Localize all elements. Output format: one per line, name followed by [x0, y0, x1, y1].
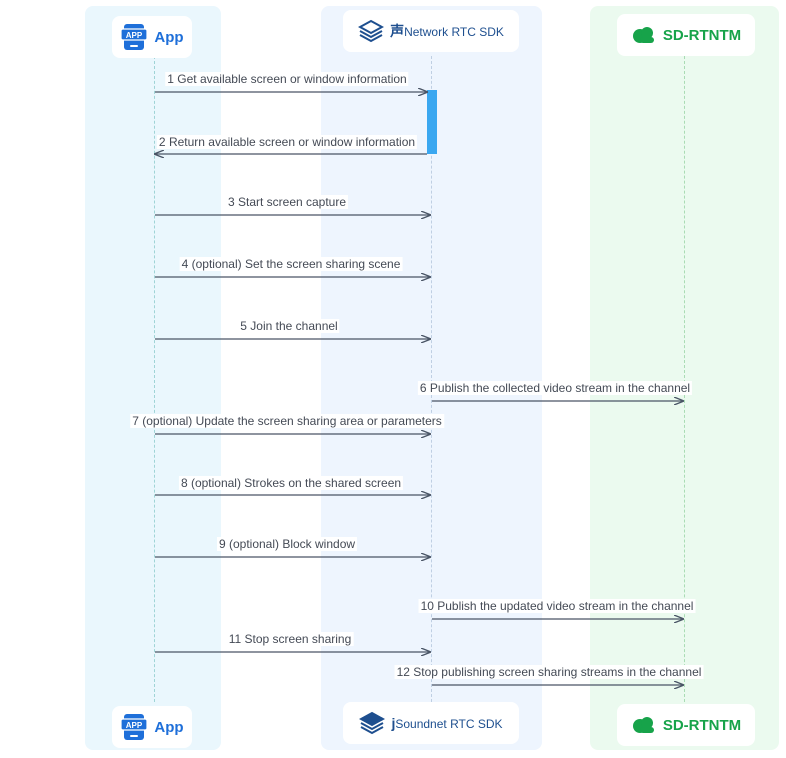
actor-sdk-top: 声Network RTC SDK: [343, 10, 519, 52]
actor-rtn-bottom: SD-RTNTM: [617, 704, 755, 746]
cloud-icon: [632, 27, 654, 43]
message-label-2: 2 Return available screen or window info…: [156, 135, 418, 149]
message-label-4: 4 (optional) Set the screen sharing scen…: [179, 257, 403, 271]
message-label-1: 1 Get available screen or window informa…: [165, 72, 409, 86]
actor-rtn-top: SD-RTNTM: [617, 14, 755, 56]
actor-sdk-label: jSoundnet RTC SDK: [391, 715, 502, 731]
message-label-3: 3 Start screen capture: [225, 195, 349, 209]
actor-sdk-name: Network RTC SDK: [404, 25, 504, 39]
sdk-prefix-glyph: 声: [390, 23, 405, 39]
actor-sdk-label: 声Network RTC SDK: [390, 21, 504, 41]
message-label-8: 8 (optional) Strokes on the shared scree…: [178, 476, 404, 490]
message-label-11: 11 Stop screen sharing: [226, 632, 354, 646]
app-lane: [85, 6, 221, 750]
message-label-6: 6 Publish the collected video stream in …: [417, 381, 693, 395]
actor-rtn-label: SD-RTNTM: [662, 26, 742, 44]
message-label-5: 5 Join the channel: [238, 319, 340, 333]
message-label-12: 12 Stop publishing screen sharing stream…: [394, 665, 704, 679]
svg-text:APP: APP: [126, 721, 143, 730]
message-label-7: 7 (optional) Update the screen sharing a…: [130, 414, 444, 428]
app-icon: APP: [120, 714, 149, 740]
cloud-icon: [632, 717, 654, 733]
app-icon: APP: [120, 24, 149, 50]
actor-app-top: APP App: [112, 16, 192, 58]
actor-app-label: App: [154, 718, 184, 736]
sdk-lifeline: [431, 56, 432, 702]
sdk-prefix-glyph: j: [391, 715, 396, 731]
message-label-9: 9 (optional) Block window: [216, 537, 358, 551]
app-lifeline: [154, 56, 155, 702]
actor-rtn-label: SD-RTNTM: [662, 716, 742, 734]
actor-app-label: App: [154, 28, 184, 46]
sdk-activation-bar: [427, 90, 437, 154]
rtn-lifeline: [684, 56, 685, 702]
message-label-10: 10 Publish the updated video stream in t…: [418, 599, 696, 613]
actor-sdk-bottom: jSoundnet RTC SDK: [343, 702, 519, 744]
svg-text:APP: APP: [126, 31, 143, 40]
actor-app-bottom: APP App: [112, 706, 192, 748]
layers-icon: [358, 19, 385, 43]
actor-sdk-name: Soundnet RTC SDK: [395, 717, 503, 731]
layers-icon: [359, 711, 386, 735]
